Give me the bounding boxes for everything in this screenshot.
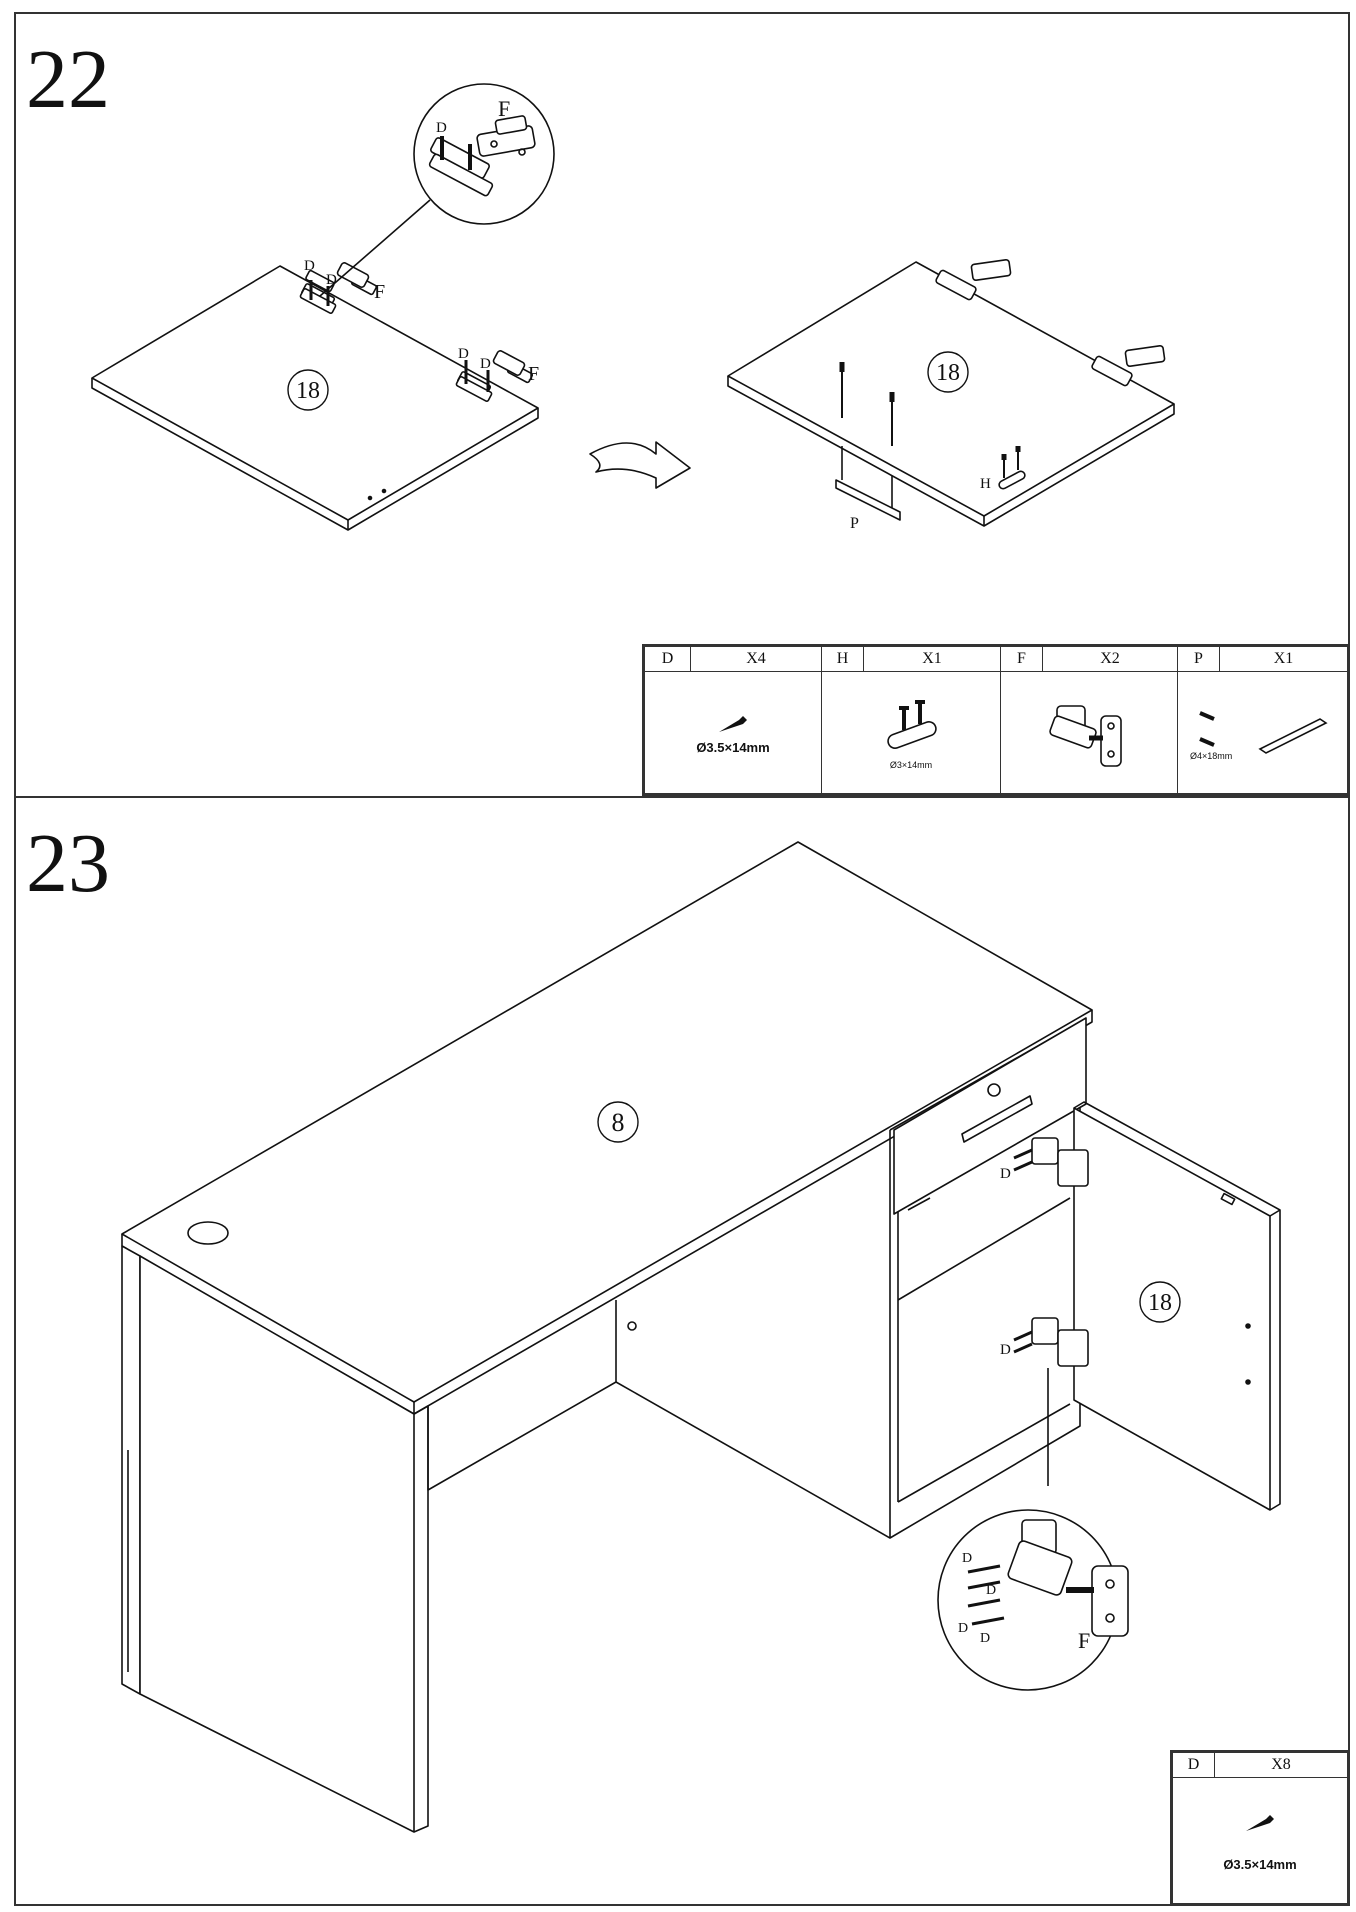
panel-label-18-b: 18 — [936, 360, 960, 386]
part-cell-p: Ø4×18mm — [1177, 671, 1348, 794]
connector-h — [998, 446, 1026, 490]
strip-icon — [1198, 710, 1328, 754]
callout-f-zoom: F — [498, 96, 510, 121]
connector-plate-icon — [887, 699, 937, 749]
part-id-f: F — [1000, 646, 1043, 672]
callout-d-7: D — [962, 1551, 972, 1566]
arrow-icon — [589, 441, 691, 489]
parts-table-22: D X4 H X1 F X2 P X1 Ø3.5×14mm Ø — [642, 644, 1350, 796]
callout-d-2: D — [326, 272, 337, 288]
callout-d-6: D — [1000, 1342, 1011, 1358]
door-hinge-lower — [1013, 1317, 1089, 1367]
callout-d-4: D — [480, 356, 491, 372]
door-hinge-zoom-detail — [967, 1519, 1129, 1637]
screw-icon — [719, 716, 747, 732]
callout-h: H — [980, 476, 991, 492]
step-number-23: 23 — [26, 817, 110, 910]
callout-f-1: F — [374, 281, 385, 303]
part-cell-d: Ø3.5×14mm — [644, 671, 822, 794]
page-frame — [14, 12, 1350, 1906]
callout-f-2: F — [528, 363, 539, 385]
panel-label-18-a: 18 — [296, 378, 320, 404]
door-panel-right — [727, 261, 1175, 527]
callout-d-8: D — [986, 1583, 996, 1598]
hinge-f-4 — [1091, 345, 1166, 387]
part-cell-d-23: Ø3.5×14mm — [1172, 1777, 1348, 1904]
part-qty-f: X2 — [1042, 646, 1178, 672]
part-id-d: D — [644, 646, 691, 672]
cabinet-door — [1073, 1101, 1281, 1511]
part-spec-h: Ø3×14mm — [889, 759, 933, 770]
hinge-zoom-detail — [428, 115, 536, 197]
desk-modesty-panel — [427, 1300, 891, 1539]
strip-p — [835, 446, 901, 521]
part-qty-h: X1 — [863, 646, 1001, 672]
desk-left-panel — [121, 1245, 429, 1833]
callout-d-5: D — [1000, 1166, 1011, 1182]
part-spec-d-23: Ø3.5×14mm — [1223, 1857, 1297, 1872]
top-label-8: 8 — [612, 1108, 625, 1137]
callout-f-3: F — [1078, 1628, 1090, 1653]
door-panel-left — [91, 265, 539, 531]
screw-icon — [1246, 1815, 1274, 1831]
screws-p — [839, 362, 895, 446]
part-id-p: P — [1177, 646, 1220, 672]
hinge-f-2 — [455, 350, 534, 402]
part-cell-f — [1000, 671, 1178, 794]
callout-p: P — [850, 515, 859, 532]
callout-d-zoom: D — [436, 120, 447, 136]
part-qty-d: X4 — [690, 646, 822, 672]
callout-d-1: D — [304, 258, 315, 274]
callout-d-10: D — [980, 1631, 990, 1646]
part-cell-h: Ø3×14mm — [821, 671, 1001, 794]
step-number-22: 22 — [26, 33, 110, 126]
part-spec-p: Ø4×18mm — [1190, 750, 1233, 761]
part-qty-p: X1 — [1219, 646, 1348, 672]
parts-table-23: D X8 Ø3.5×14mm — [1170, 1750, 1350, 1906]
door-label-18: 18 — [1148, 1290, 1172, 1316]
door-hinge-upper — [1013, 1137, 1089, 1187]
part-spec-d: Ø3.5×14mm — [696, 740, 770, 755]
part-id-d-23: D — [1172, 1752, 1215, 1778]
hinge-f-3 — [935, 259, 1012, 301]
part-id-h: H — [821, 646, 864, 672]
hinge-icon — [1049, 704, 1122, 767]
part-qty-d-23: X8 — [1214, 1752, 1348, 1778]
callout-d-3: D — [458, 346, 469, 362]
callout-d-9: D — [958, 1621, 968, 1636]
step-divider — [14, 796, 1350, 798]
